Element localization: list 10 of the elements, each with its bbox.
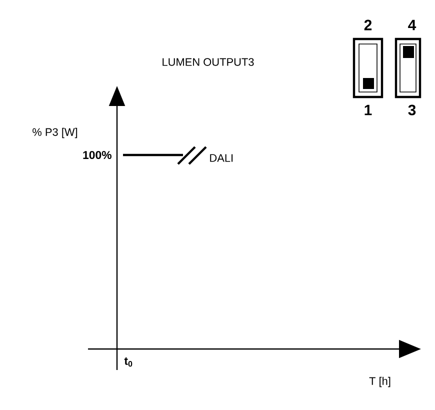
chart-title: LUMEN OUTPUT3 xyxy=(162,58,254,66)
tick-label: t$_{0}$ xyxy=(124,357,132,367)
tick-label: 100% xyxy=(83,150,112,160)
switch-number: 2 xyxy=(364,20,372,30)
switch-number: 3 xyxy=(408,104,416,116)
switch-number: 1 xyxy=(364,104,372,116)
axis-label: T [h] xyxy=(369,376,390,388)
switch-number: 4 xyxy=(408,20,416,30)
line-label: DALI xyxy=(210,154,233,162)
axis-label: % P3 [W] xyxy=(32,128,78,138)
